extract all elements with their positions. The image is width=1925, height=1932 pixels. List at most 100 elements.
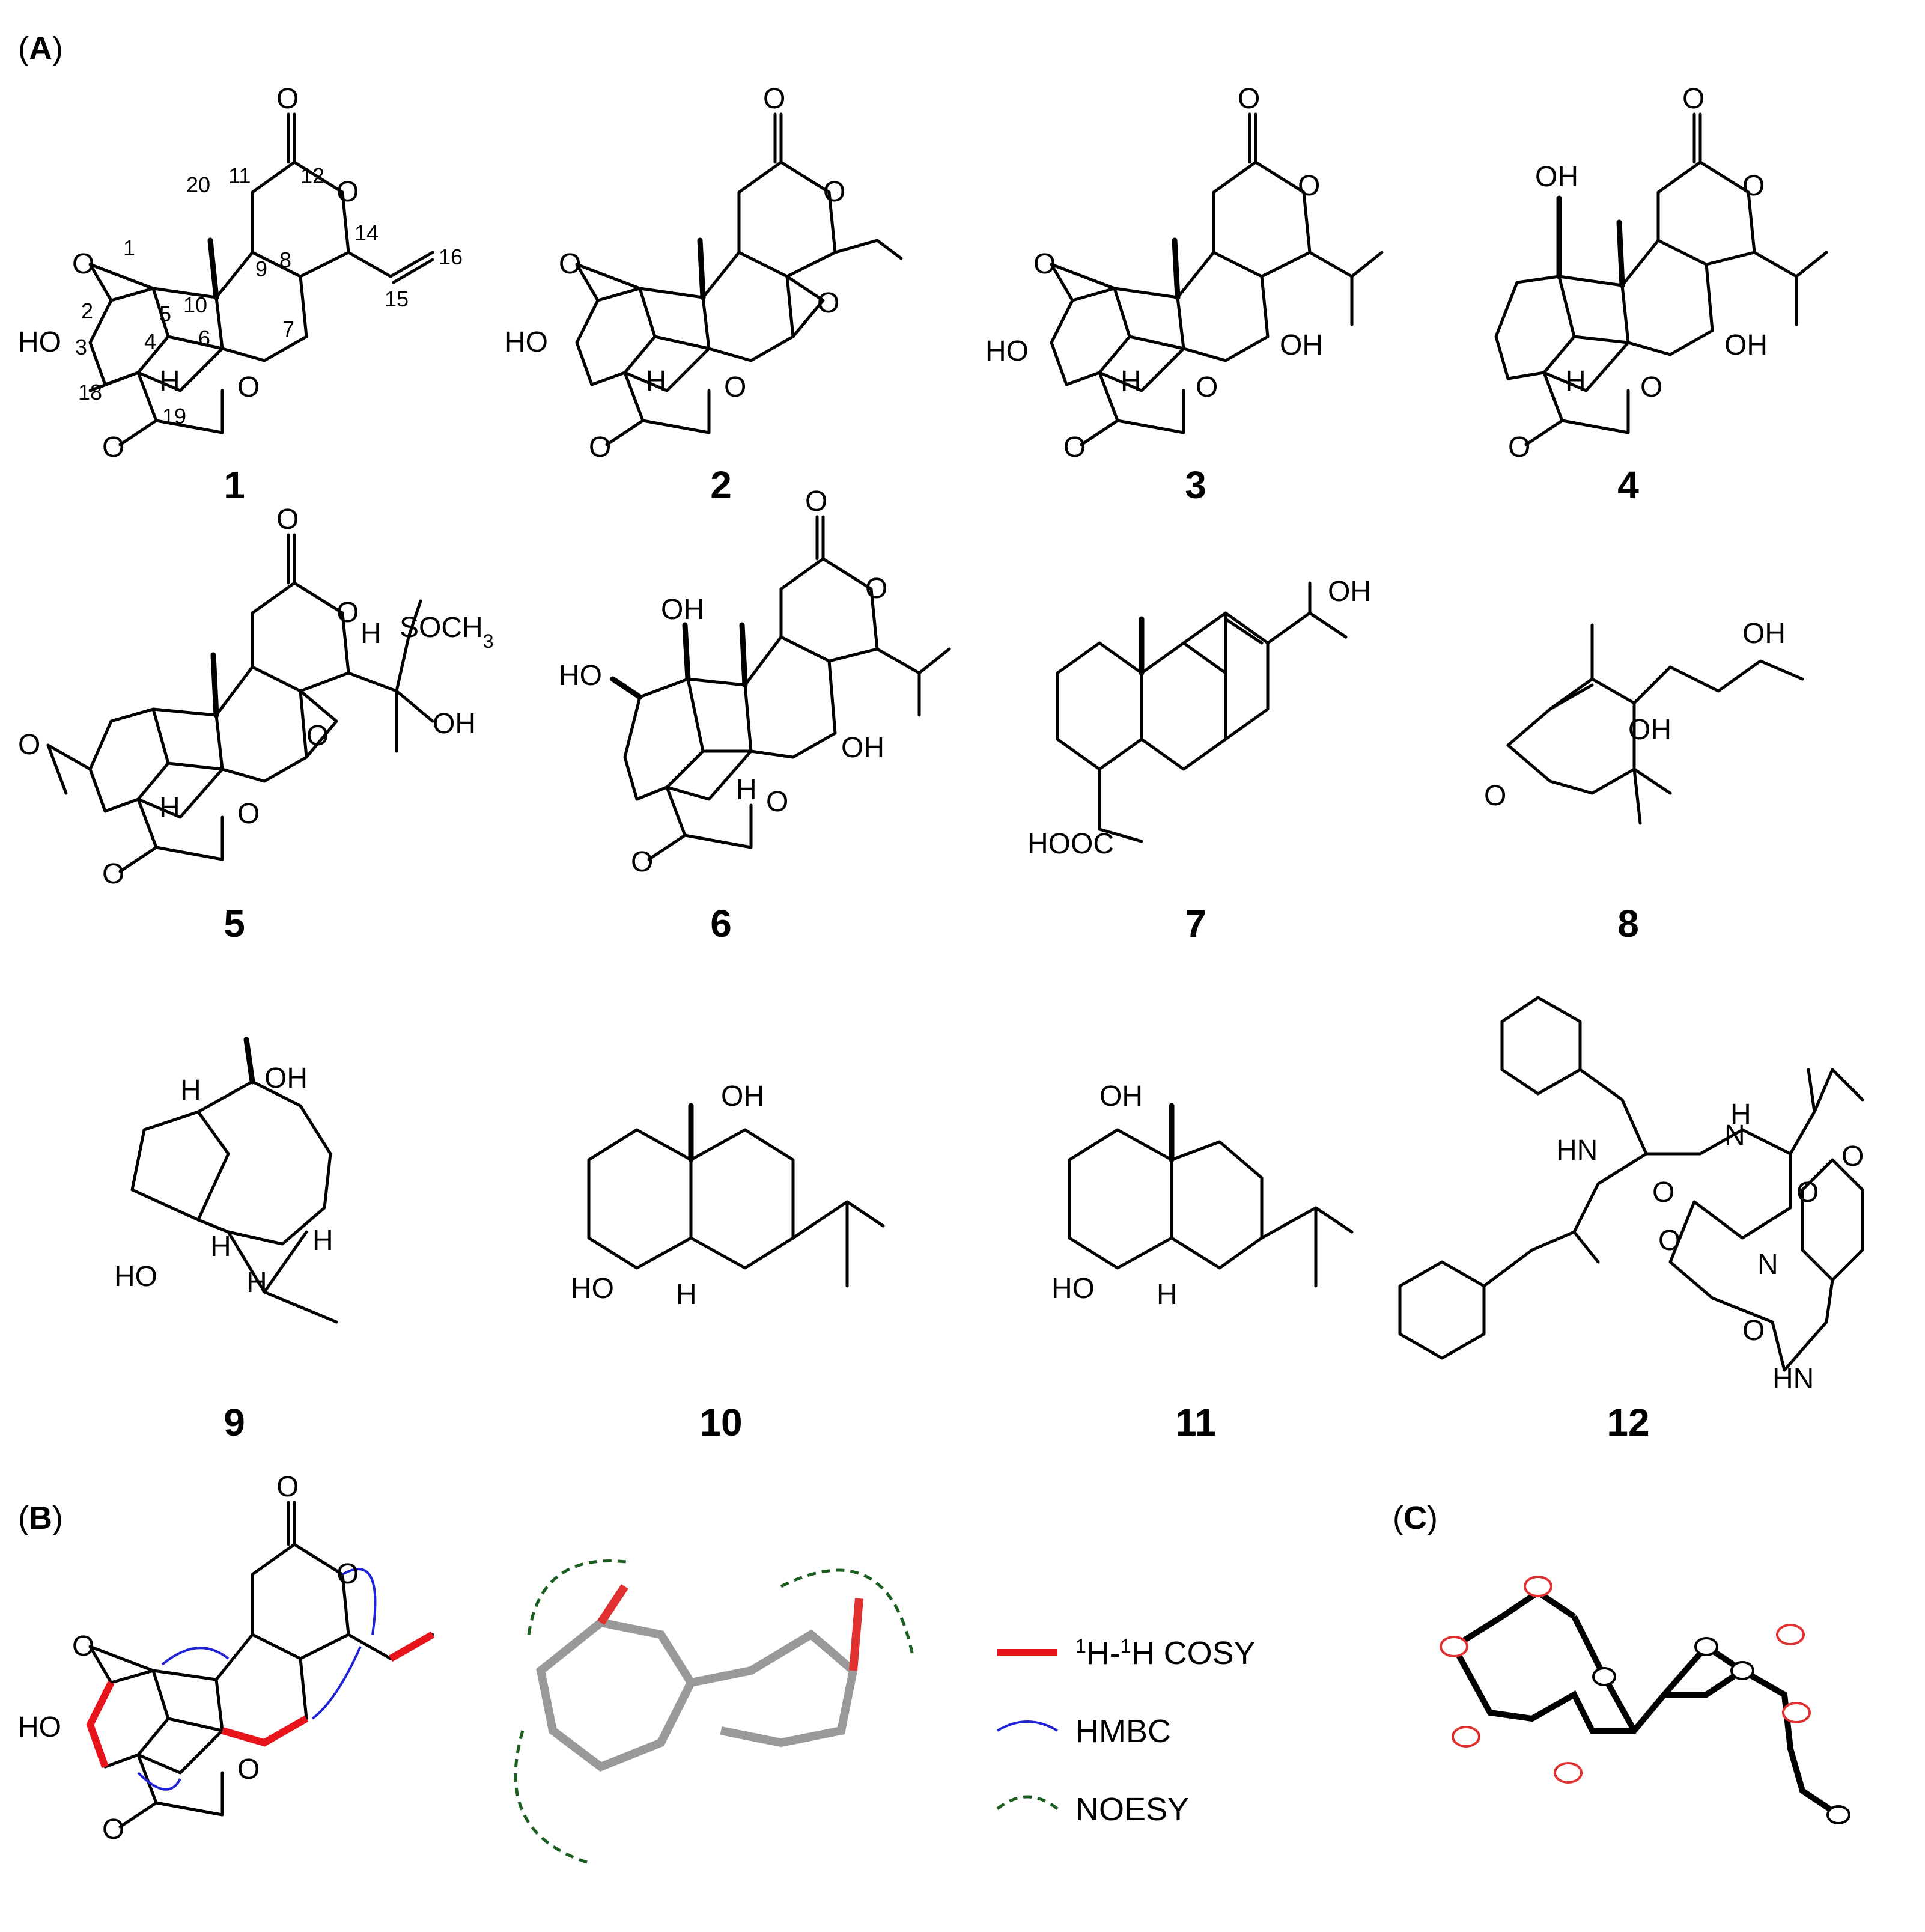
noesy-arrows — [514, 1559, 915, 1865]
atom-oh-4a: OH — [1535, 161, 1578, 193]
atom-o-19-4: O — [1508, 431, 1530, 463]
atom-h-4: H — [1565, 365, 1586, 397]
num-2: 2 — [81, 299, 93, 323]
compound-number-8: 8 — [1617, 902, 1639, 945]
atom-o-carbonyl-5: O — [276, 504, 299, 535]
atom-h-6: H — [736, 774, 757, 806]
num-18: 18 — [78, 380, 102, 404]
atom-ho-1: HO — [18, 326, 61, 358]
atom-o-lactone-1: O — [336, 176, 359, 208]
atom-o-8: O — [1484, 780, 1506, 812]
atom-o-lactone-6: O — [865, 573, 887, 605]
panel-c-ortep — [1440, 1576, 1850, 1824]
legend-hmbc-swatch — [996, 1720, 1059, 1732]
atom-o-12c: O — [1796, 1177, 1819, 1208]
atom-o-carbonyl-2: O — [763, 83, 785, 115]
atom-o-lactone-5: O — [336, 597, 359, 629]
atom-o-19-1: O — [102, 431, 124, 463]
num-7: 7 — [282, 317, 294, 341]
legend-noesy-label: NOESY — [1075, 1791, 1190, 1827]
structure-compound-1: O HO O O O O H 1 2 3 4 5 6 7 8 9 10 11 1… — [18, 83, 463, 463]
num-1: 1 — [123, 236, 135, 260]
atom-o-ring-3: O — [1196, 371, 1218, 403]
atom-h-9b: H — [210, 1231, 231, 1263]
atom-hn-12a: HN — [1556, 1135, 1598, 1166]
atom-o-lactone-3: O — [1298, 170, 1320, 202]
atom-o-ring-4: O — [1640, 371, 1662, 403]
atom-o-epoxide-5: O — [18, 729, 40, 761]
atom-o-19-2: O — [589, 431, 611, 463]
atom-h-2: H — [646, 365, 667, 397]
num-3: 3 — [75, 335, 87, 359]
compound-number-9: 9 — [224, 1401, 245, 1444]
atom-oh-3: OH — [1280, 329, 1323, 361]
atom-ho-10: HO — [571, 1273, 614, 1305]
atom-o-lactone-4: O — [1742, 170, 1765, 202]
atom-oh-9: OH — [264, 1062, 308, 1094]
num-15: 15 — [385, 287, 409, 311]
atom-ho-b: HO — [18, 1711, 61, 1743]
num-6: 6 — [198, 326, 210, 350]
atom-ho-9: HO — [114, 1261, 157, 1293]
num-9: 9 — [255, 257, 267, 281]
panel-label-c: (C) — [1393, 1500, 1438, 1536]
atom-o-epoxide-1: O — [72, 248, 94, 280]
num-10: 10 — [183, 293, 207, 317]
panel-label-b: (B) — [18, 1500, 63, 1536]
atom-o-carbonyl-6: O — [805, 486, 827, 517]
atom-o-epoxide-2: O — [559, 248, 581, 280]
atom-o-epoxide-b-2: O — [817, 287, 839, 319]
num-5: 5 — [159, 302, 171, 326]
atom-soch3-5: SOCH3 — [400, 612, 493, 652]
compound-number-7: 7 — [1185, 902, 1206, 945]
atom-o-12a: O — [1658, 1225, 1680, 1257]
atom-oh-8a: OH — [1628, 714, 1671, 746]
compound-number-3: 3 — [1185, 463, 1206, 507]
atom-o-ether-12: O — [1841, 1141, 1864, 1172]
atom-o-ring-2: O — [724, 371, 746, 403]
compound-number-4: 4 — [1617, 463, 1639, 507]
cosy-bonds — [86, 1631, 434, 1769]
atom-o-ring-6: O — [766, 786, 788, 818]
compound-number-5: 5 — [224, 902, 245, 945]
atom-oh-8b: OH — [1742, 618, 1786, 650]
atom-h-9c: H — [246, 1267, 267, 1299]
atom-h-14-5: H — [360, 618, 382, 650]
atom-h-3: H — [1121, 365, 1142, 397]
atom-oh-4b: OH — [1724, 329, 1768, 361]
structure-compound-8: O OH OH — [1484, 618, 1804, 825]
atom-n-12b: N — [1757, 1249, 1778, 1281]
atom-oh-5: OH — [433, 708, 476, 740]
structure-compound-11: OH HO H — [1051, 1080, 1354, 1311]
num-20: 20 — [186, 172, 210, 197]
atom-oh-11: OH — [1099, 1080, 1143, 1112]
atom-o-lactone-2: O — [823, 176, 845, 208]
structure-compound-3: O HO O O OH O O H — [985, 83, 1384, 463]
atom-ho-3: HO — [985, 335, 1029, 367]
panel-b-correlations: O HO O O O O — [18, 1471, 434, 1845]
atom-o-carbonyl-4: O — [1682, 83, 1705, 115]
atom-o-ring-5: O — [237, 798, 260, 830]
atom-h-5: H — [159, 792, 180, 824]
structure-compound-12: HN H N O N HN O O O O — [1398, 996, 1864, 1395]
atom-oh-7: OH — [1328, 576, 1371, 608]
atom-h-5-1: H — [159, 365, 180, 397]
atom-o-b1: O — [72, 1630, 94, 1662]
atom-o-12b: O — [1652, 1177, 1674, 1208]
num-11: 11 — [228, 163, 251, 188]
atom-hn-12b: HN — [1772, 1363, 1814, 1395]
atom-o-19-6: O — [631, 846, 653, 878]
legend-hmbc-label: HMBC — [1075, 1713, 1171, 1749]
atom-ho-6: HO — [559, 660, 602, 692]
atom-hooc-7: HOOC — [1027, 828, 1114, 860]
atom-h-10: H — [676, 1279, 697, 1311]
compound-number-10: 10 — [699, 1401, 743, 1444]
panel-b-3d-model — [514, 1559, 915, 1865]
structure-compound-7: OH HOOC — [1027, 576, 1371, 860]
structure-compound-2: O HO O O O O O H — [505, 83, 903, 463]
atom-ho-11: HO — [1051, 1273, 1095, 1305]
legend-noesy-swatch — [996, 1795, 1059, 1810]
atom-h-11: H — [1157, 1279, 1178, 1311]
atom-n-12a: N — [1724, 1120, 1745, 1151]
